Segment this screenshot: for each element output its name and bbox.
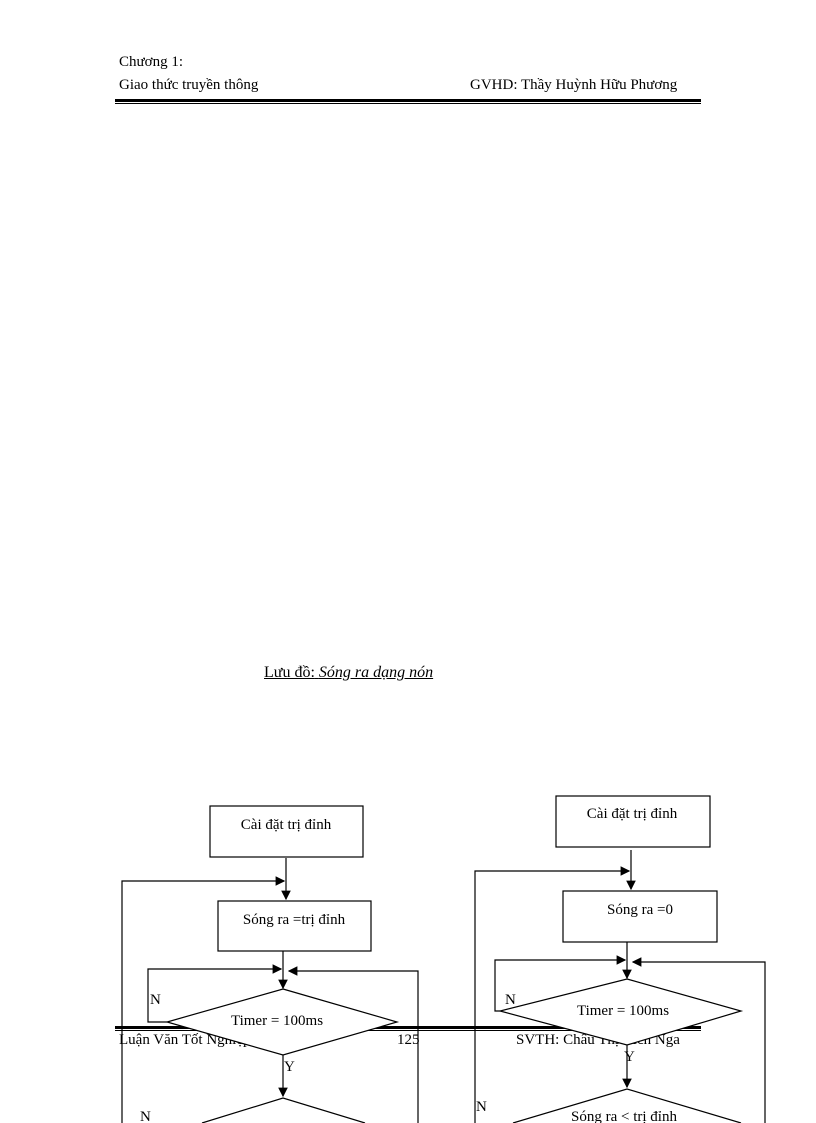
right-return-loop (631, 957, 766, 1123)
left-set-box (217, 900, 372, 952)
header-advisor: GVHD: Thầy Huỳnh Hữu Phương (470, 77, 678, 93)
left-decision-2 (201, 1097, 366, 1123)
left-init-label: Cài đặt trị đỉnh (241, 817, 332, 833)
left-no-loop (147, 964, 283, 1023)
caption-label: Lưu đồ: (264, 664, 315, 681)
left-outer-loop (121, 876, 286, 1123)
right-decision-2 (512, 1088, 742, 1123)
right-set-label: Sóng ra =0 (607, 902, 673, 918)
footer-page-number: 125 (397, 1032, 420, 1048)
right-no2-label: N (476, 1099, 487, 1115)
right-no-label: N (505, 992, 516, 1008)
left-no2-label: N (140, 1109, 151, 1123)
left-init-box (209, 805, 364, 858)
left-decision-label: Timer = 100ms (231, 1013, 323, 1029)
right-init-box (555, 795, 711, 848)
left-yes-label: Y (284, 1059, 295, 1075)
footer-rule (115, 1026, 701, 1031)
right-set-box (562, 890, 718, 943)
right-no-loop (494, 955, 627, 1012)
header-rule (115, 99, 701, 104)
header-subject: Giao thức truyền thông (119, 77, 259, 93)
caption-title: Sóng ra dạng nón (318, 664, 434, 681)
right-outer-loop (474, 866, 631, 1123)
left-no-label: N (150, 992, 161, 1008)
right-decision-label: Timer = 100ms (577, 1003, 669, 1019)
right-decision2-label: Sóng ra < trị đỉnh (571, 1109, 677, 1123)
header-chapter: Chương 1: (119, 54, 183, 70)
right-init-label: Cài đặt trị đỉnh (587, 806, 678, 822)
left-set-label: Sóng ra =trị đỉnh (243, 912, 346, 928)
left-return-loop (287, 966, 419, 1123)
flowchart-caption: Lưu đồ: Sóng ra dạng nón (264, 664, 433, 682)
right-yes-label: Y (624, 1049, 635, 1065)
